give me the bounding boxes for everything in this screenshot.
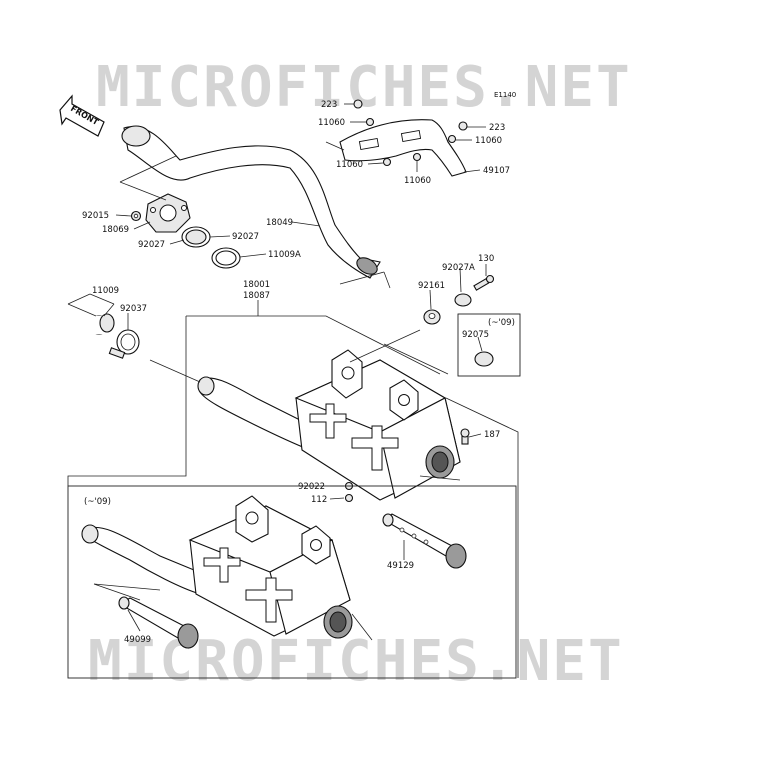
nut-92015 — [130, 210, 142, 222]
watermark-bottom: MICROFICHES.NET — [88, 629, 624, 694]
gasket-11009 — [86, 313, 115, 335]
label-92037: 92037 — [120, 304, 147, 314]
muffler-inset — [81, 495, 353, 639]
muffler-18001 — [197, 349, 461, 501]
label-18069: 18069 — [102, 225, 129, 235]
flange-18069 — [145, 193, 191, 233]
spark-arrester-49099 — [118, 596, 199, 649]
inset-label-small: (~'09) — [488, 318, 515, 328]
diagram-code: E1140 — [494, 91, 516, 99]
label-187: 187 — [484, 430, 500, 440]
inset-box-small — [457, 313, 521, 377]
label-11060-c: 11060 — [336, 160, 363, 170]
label-11060-a: 11060 — [318, 118, 345, 128]
screw-112 — [344, 493, 354, 503]
label-92075: 92075 — [462, 330, 489, 340]
label-112: 112 — [311, 495, 327, 505]
label-92027A: 92027A — [442, 263, 475, 273]
damper-92075 — [474, 351, 494, 367]
label-92022: 92022 — [298, 482, 325, 492]
label-18087: 18087 — [243, 291, 270, 301]
inset-box-main — [67, 485, 517, 679]
label-49107: 49107 — [483, 166, 510, 176]
bolt-130 — [473, 274, 495, 291]
bolt-187 — [460, 428, 470, 445]
label-92027-a: 92027 — [138, 240, 165, 250]
clip-11060-c — [382, 157, 392, 167]
clip-11060-b — [447, 134, 457, 144]
part-labels: 223 11060 223 11060 11060 11060 49107 92… — [82, 100, 510, 645]
label-130: 130 — [478, 254, 494, 264]
label-18049: 18049 — [266, 218, 293, 228]
label-11060-b: 11060 — [475, 136, 502, 146]
leader-lines — [67, 103, 519, 678]
label-92015: 92015 — [82, 211, 109, 221]
clamp-92037 — [108, 329, 140, 359]
gasket-92027-inner — [185, 229, 207, 245]
label-92161: 92161 — [418, 281, 445, 291]
label-11009A: 11009A — [268, 250, 301, 260]
clip-11060-a — [365, 117, 375, 127]
watermark-top: MICROFICHES.NET — [96, 55, 632, 120]
label-49129: 49129 — [387, 561, 414, 571]
inset-label-main: (~'09) — [84, 497, 111, 507]
bolt-223-b — [458, 121, 468, 131]
damper-92027A — [454, 293, 472, 307]
exhaust-pipe-18049 — [121, 125, 381, 279]
label-92027-b: 92027 — [232, 232, 259, 242]
label-223-b: 223 — [489, 123, 505, 133]
label-223-a: 223 — [321, 100, 337, 110]
spark-arrester-49129 — [382, 513, 467, 569]
label-18001: 18001 — [243, 280, 270, 290]
label-11060-d: 11060 — [404, 176, 431, 186]
gasket-11009A-inner — [215, 250, 237, 266]
label-11009: 11009 — [92, 286, 119, 296]
damper-92161 — [423, 309, 441, 325]
clip-11060-d — [412, 152, 422, 162]
label-49099: 49099 — [124, 635, 151, 645]
bolt-223-a — [353, 99, 363, 109]
